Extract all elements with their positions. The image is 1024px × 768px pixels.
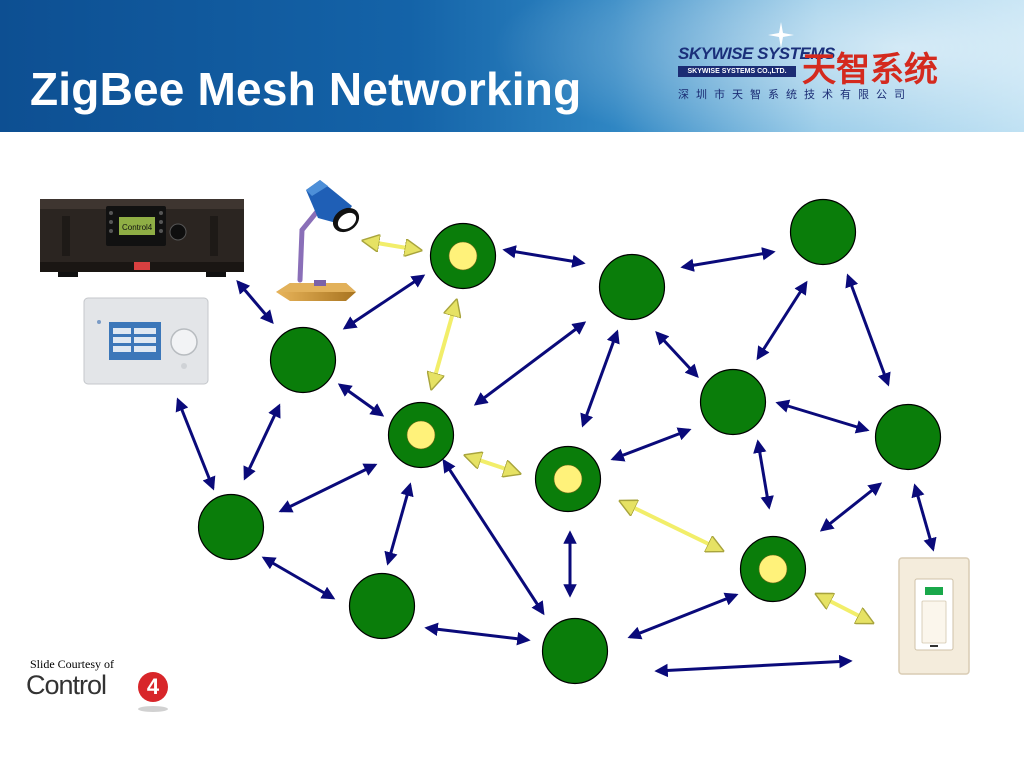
- mesh-link: [655, 331, 699, 378]
- mesh-link: [442, 458, 545, 616]
- slide-header: ZigBee Mesh Networking SKYWISE SYSTEMS S…: [0, 0, 1024, 132]
- mesh-link: [627, 592, 739, 640]
- router-dot-n5: [406, 420, 436, 450]
- router-dot-n10: [758, 554, 788, 584]
- control4-brand-text: Control: [26, 670, 107, 700]
- mesh-link: [753, 439, 774, 510]
- mesh-link: [911, 483, 937, 552]
- router-dot-n1: [448, 241, 478, 271]
- sparkle-icon: [768, 22, 794, 48]
- mesh-link: [278, 463, 378, 513]
- mesh-link: [243, 403, 281, 481]
- mesh-link: [342, 274, 426, 330]
- mesh-link: [610, 427, 692, 462]
- mesh-nodes: [197, 198, 942, 685]
- mesh-node-n11: [348, 572, 416, 640]
- control4-badge-icon: 4: [138, 672, 168, 702]
- mesh-link: [775, 399, 870, 434]
- mesh-link: [261, 556, 336, 600]
- mesh-link: [175, 397, 216, 491]
- mesh-node-n3: [789, 198, 857, 266]
- mesh-node-n12: [541, 617, 609, 685]
- skywise-logo: SKYWISE SYSTEMS SKYWISE SYSTEMS CO.,LTD.…: [676, 18, 966, 108]
- logo-chinese-name: 天智系统: [802, 50, 938, 90]
- mesh-link: [680, 247, 776, 272]
- router-dot-n8: [553, 464, 583, 494]
- mesh-link: [654, 654, 853, 678]
- mesh-link: [384, 482, 414, 566]
- logo-company: SKYWISE SYSTEMS CO.,LTD.: [678, 66, 796, 77]
- audio-amplifier-icon: Control4: [40, 199, 244, 277]
- touch-panel-icon: [83, 297, 209, 385]
- end-device-link: [622, 502, 721, 550]
- mesh-node-n9: [197, 493, 265, 561]
- mesh-link: [424, 622, 531, 646]
- mesh-node-n6: [699, 368, 767, 436]
- mesh-link: [337, 383, 385, 417]
- control4-logo: Control 4: [26, 670, 176, 715]
- mesh-link: [236, 279, 274, 325]
- badge-shadow: [138, 706, 168, 712]
- mesh-links: [175, 241, 937, 678]
- mesh-link: [845, 273, 891, 387]
- end-device-link: [818, 595, 871, 622]
- logo-chinese-subtitle: 深圳市天智系统技术有限公司: [678, 88, 912, 101]
- mesh-link: [502, 245, 586, 268]
- mesh-node-n4: [269, 326, 337, 394]
- slide-title: ZigBee Mesh Networking: [30, 63, 582, 115]
- mesh-link: [819, 482, 883, 532]
- mesh-node-n7: [874, 403, 942, 471]
- mesh-link: [580, 329, 620, 428]
- desk-lamp-icon: [276, 180, 360, 301]
- mesh-link: [473, 321, 587, 406]
- logo-brand: SKYWISE SYSTEMS: [678, 44, 835, 63]
- mesh-diagram: Control4: [40, 180, 970, 685]
- end-device-link: [432, 302, 456, 387]
- end-device-link: [467, 456, 518, 473]
- wall-dimmer-icon: [898, 557, 970, 675]
- mesh-link: [756, 280, 808, 361]
- svg-text:Control4: Control4: [122, 223, 153, 232]
- mesh-node-n2: [598, 253, 666, 321]
- courtesy-caption: Slide Courtesy of: [30, 657, 114, 671]
- end-device-link: [365, 241, 419, 250]
